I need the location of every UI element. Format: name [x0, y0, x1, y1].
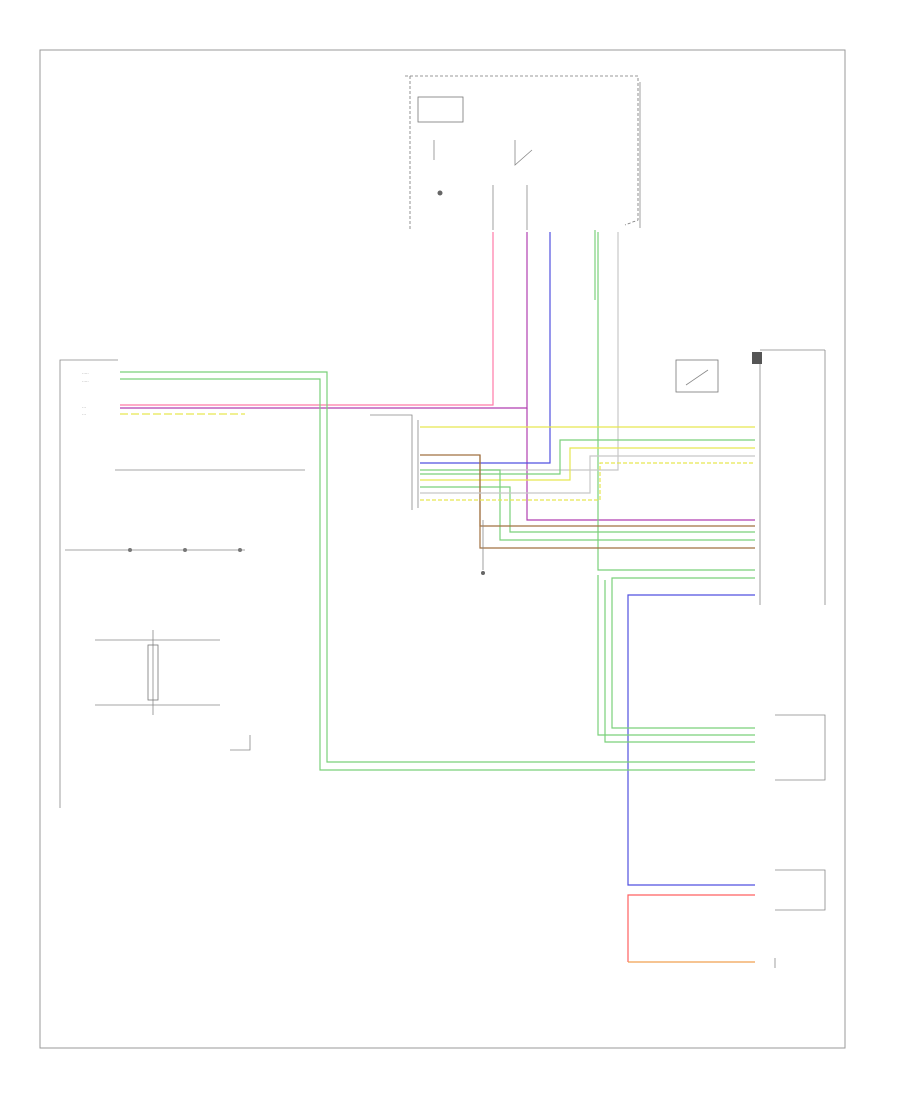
wire-pink [120, 232, 494, 406]
wire-green-mid3 [420, 486, 755, 533]
left-transmission-ecu: ····· ····· ··· ··· [59, 359, 305, 808]
wire-green-top3 [604, 580, 755, 743]
wire-magenta [120, 232, 528, 409]
wire-gray-mid [420, 455, 755, 494]
wire-green-left2 [120, 378, 755, 771]
wire-green-top [597, 232, 755, 571]
wire-blue-2 [627, 594, 755, 886]
wire-gray [480, 232, 619, 471]
wire-green-top2 [597, 575, 755, 736]
wire-green-mid2 [420, 469, 755, 541]
wires [120, 230, 755, 963]
svg-text:·····: ····· [82, 371, 89, 376]
svg-text:·····: ····· [82, 379, 89, 384]
engine-ecm [639, 82, 826, 605]
wire-brown-mid [420, 454, 755, 527]
wire-yellow-2 [420, 447, 755, 481]
svg-text:···: ··· [82, 412, 86, 417]
wire-yellow-3 [420, 462, 755, 501]
wire-green-left1 [120, 371, 755, 763]
diagram-frame [39, 49, 846, 1049]
fuse-relay-box [405, 75, 639, 230]
wire-red-bottom [627, 894, 755, 962]
wire-brown-2 [479, 455, 755, 549]
svg-text:···: ··· [82, 405, 86, 410]
right-modules [774, 714, 826, 968]
wire-blue [420, 232, 551, 464]
wire-green-mid1 [420, 439, 755, 475]
wire-magenta-2 [526, 408, 755, 521]
wire-green-can2 [611, 577, 755, 729]
mid-connector [370, 414, 485, 575]
